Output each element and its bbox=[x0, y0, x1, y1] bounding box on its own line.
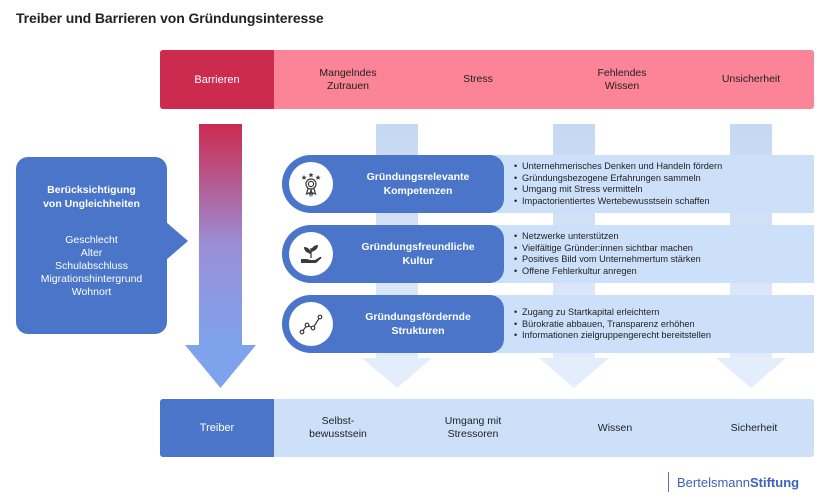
bullet-item: Offene Fehlerkultur anregen bbox=[514, 266, 814, 278]
logo-text-part1: Bertelsmann bbox=[677, 474, 750, 490]
drivers-label: Treiber bbox=[160, 399, 274, 457]
inequality-list: Geschlecht Alter Schulabschluss Migratio… bbox=[16, 234, 167, 299]
page-title: Treiber und Barrieren von Gründungsinter… bbox=[16, 10, 324, 26]
bullet-item: Impactorientiertes Wertebewusstsein scha… bbox=[514, 196, 814, 208]
bullet-item: Gründungsbezogene Erfahrungen sammeln bbox=[514, 173, 814, 185]
bullet-item: Netzwerke unterstützen bbox=[514, 231, 814, 243]
barriers-label: Barrieren bbox=[160, 50, 274, 109]
left-box-pointer bbox=[166, 222, 188, 260]
barrier-item: Stress bbox=[463, 73, 493, 85]
row-culture-bullets: Netzwerke unterstützen Vielfältige Gründ… bbox=[514, 231, 814, 277]
inequality-heading: Berücksichtigung von Ungleichheiten bbox=[43, 184, 140, 210]
driver-item: Wissen bbox=[597, 421, 633, 434]
list-item: Wohnort bbox=[71, 286, 112, 298]
logo-text-part2: Stiftung bbox=[749, 474, 800, 490]
barrier-item: Fehlendes Wissen bbox=[597, 66, 647, 92]
list-item: Migrationshintergrund bbox=[40, 273, 143, 285]
bullet-item: Bürokratie abbauen, Transparenz erhöhen bbox=[514, 319, 814, 331]
row-structures-title: Gründungsfördernde Strukturen bbox=[365, 311, 471, 337]
barrier-item: Unsicherheit bbox=[721, 73, 781, 85]
list-item: Geschlecht bbox=[65, 234, 118, 246]
award-medal-icon bbox=[289, 162, 333, 206]
bullet-item: Vielfältige Gründer:innen sichtbar mache… bbox=[514, 243, 814, 255]
driver-item: Selbst- bewusstsein bbox=[309, 415, 367, 440]
hand-sprout-icon bbox=[289, 232, 333, 276]
driver-item: Umgang mit Stressoren bbox=[444, 415, 502, 440]
list-item: Schulabschluss bbox=[55, 260, 128, 272]
inequality-box bbox=[16, 157, 167, 334]
main-down-arrow bbox=[185, 124, 256, 388]
row-culture-title: Gründungsfreundliche Kultur bbox=[361, 241, 475, 267]
row-competences-bullets: Unternehmerisches Denken und Handeln för… bbox=[514, 161, 814, 207]
list-item: Alter bbox=[80, 247, 103, 259]
network-graph-icon bbox=[289, 302, 333, 346]
row-competences-title: Gründungsrelevante Kompetenzen bbox=[366, 171, 470, 197]
row-structures-bullets: Zugang zu Startkapital erleichtern Bürok… bbox=[514, 307, 814, 342]
bullet-item: Informationen zielgruppengerecht bereits… bbox=[514, 330, 814, 342]
barrier-item: Mangelndes Zutrauen bbox=[319, 66, 377, 92]
driver-item: Sicherheit bbox=[730, 421, 778, 434]
bullet-item: Positives Bild vom Unternehmertum stärke… bbox=[514, 254, 814, 266]
bullet-item: Unternehmerisches Denken und Handeln för… bbox=[514, 161, 814, 173]
bullet-item: Zugang zu Startkapital erleichtern bbox=[514, 307, 814, 319]
bullet-item: Umgang mit Stress vermitteln bbox=[514, 184, 814, 196]
